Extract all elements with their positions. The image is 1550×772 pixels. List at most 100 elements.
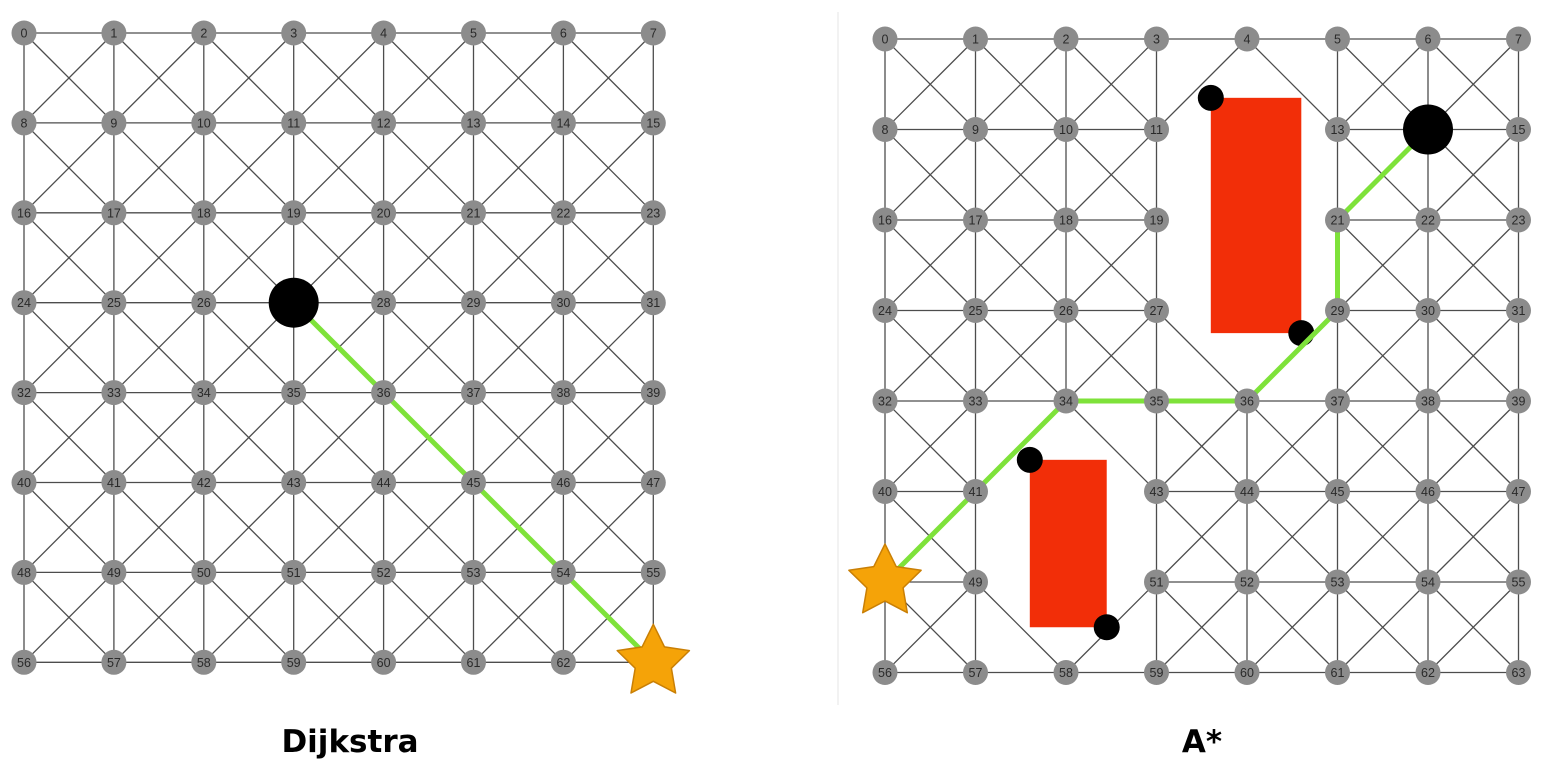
graph-edge (113, 482, 205, 573)
node-label: 62 (1421, 666, 1435, 680)
obstacle-block (1029, 459, 1107, 628)
graph-node (1234, 479, 1260, 504)
node-label: 16 (17, 206, 31, 220)
graph-node (640, 20, 666, 46)
graph-edge (1065, 400, 1157, 492)
node-label: 31 (1512, 304, 1526, 318)
graph-node (1144, 569, 1169, 595)
node-label: 51 (287, 566, 301, 580)
graph-edge (1246, 38, 1338, 130)
graph-node (461, 20, 486, 46)
node-label: 41 (107, 476, 121, 490)
graph-edge (203, 212, 295, 304)
node-label: 57 (969, 666, 983, 680)
graph-edge (562, 212, 654, 304)
graph-edge (293, 392, 385, 483)
node-label: 22 (1421, 214, 1435, 228)
graph-edge (203, 392, 295, 483)
node-label: 59 (287, 656, 301, 670)
graph-node (963, 569, 988, 595)
graph-node (191, 380, 217, 406)
graph-edge (1065, 38, 1157, 130)
graph-node (1234, 660, 1260, 685)
graph-node (1053, 117, 1079, 142)
node-label: 21 (467, 206, 481, 220)
graph-edge (975, 38, 1067, 130)
node-label: 24 (878, 304, 892, 318)
graph-node (550, 649, 576, 675)
node-label: 62 (556, 656, 570, 670)
graph-edge (884, 581, 976, 673)
graph-node (1506, 388, 1531, 414)
node-label: 41 (969, 485, 983, 499)
graph-edge (1427, 129, 1519, 221)
graph-node (1415, 298, 1441, 323)
graph-node (1415, 26, 1441, 52)
goal-star-icon (616, 623, 691, 694)
node-label: 17 (969, 214, 983, 228)
node-label: 49 (107, 566, 121, 580)
node-label: 33 (969, 395, 983, 409)
graph-edge (884, 219, 976, 311)
node-label: 21 (1331, 214, 1345, 228)
graph-node (1234, 26, 1260, 52)
graph-node (1415, 569, 1441, 595)
node-label: 56 (17, 656, 31, 670)
shortest-path (883, 127, 1430, 584)
graph-edge (23, 122, 115, 214)
graph-edge (1427, 400, 1519, 492)
graph-edge (203, 122, 295, 214)
graph-node (1234, 569, 1260, 595)
node-label: 39 (1512, 395, 1526, 409)
graph-node (1325, 479, 1350, 504)
graph-edge (884, 400, 976, 492)
graph-node (1144, 207, 1169, 233)
node-label: 4 (1244, 33, 1251, 47)
graph-node (461, 200, 486, 226)
graph-node (1325, 569, 1350, 595)
node-label: 1 (972, 33, 979, 47)
node-label: 14 (556, 116, 570, 130)
graph-edge (383, 302, 474, 394)
graph-node (191, 649, 217, 675)
graph-edge (383, 32, 474, 124)
graph-node (550, 470, 576, 495)
node-label: 48 (17, 566, 31, 580)
graph-node (461, 559, 486, 585)
node-label: 58 (197, 656, 211, 670)
node-label: 0 (21, 27, 28, 41)
graph-edge (23, 32, 115, 124)
node-label: 60 (377, 656, 391, 670)
graph-edge (473, 212, 564, 304)
graph-node (11, 470, 37, 495)
graph-edge (562, 122, 654, 214)
graph-edge (203, 32, 295, 124)
graph-node (872, 479, 898, 504)
graph-node (640, 470, 666, 495)
node-label: 55 (646, 566, 660, 580)
graph-node (371, 290, 397, 316)
graph-node (1144, 660, 1169, 685)
graph-edge (1337, 400, 1429, 492)
node-label: 61 (1331, 666, 1345, 680)
graph-edge (293, 32, 385, 124)
node-label: 4 (380, 27, 387, 41)
graph-edge (1156, 581, 1248, 673)
graph-edge (23, 212, 115, 304)
graph-node (872, 660, 898, 685)
graph-edge (975, 581, 1067, 673)
graph-edge (1337, 491, 1429, 583)
node-label: 18 (197, 206, 211, 220)
graph-edge (23, 392, 115, 483)
graph-node (1325, 388, 1350, 414)
graph-node (1144, 26, 1169, 52)
node-label: 38 (1421, 395, 1435, 409)
node-label: 28 (377, 296, 391, 310)
graph-node (1415, 207, 1441, 233)
start-node-marker (268, 277, 319, 328)
graph-node (640, 110, 666, 136)
node-label: 32 (17, 386, 31, 400)
graph-edge (1337, 219, 1429, 311)
astar-caption: A* (1181, 724, 1223, 760)
